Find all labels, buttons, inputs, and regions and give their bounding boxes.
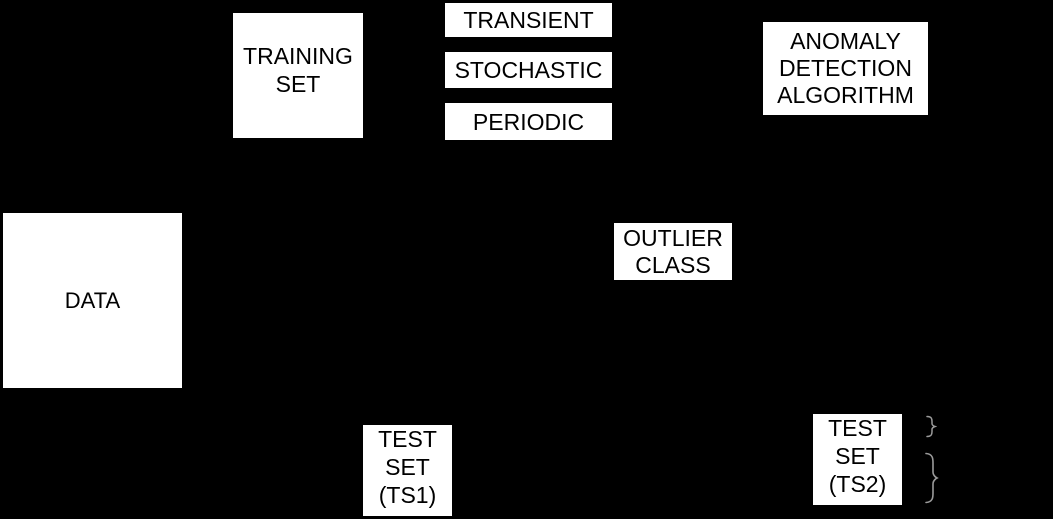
node-periodic-class: PERIODIC <box>445 103 612 140</box>
node-data: DATA <box>3 213 182 388</box>
node-test-set-ts1: TEST SET (TS1) <box>363 425 452 516</box>
curly-brace-icon <box>924 452 939 504</box>
node-test-set-ts2: TEST SET (TS2) <box>813 414 902 505</box>
curly-brace-icon <box>925 415 937 438</box>
node-outlier-class: OUTLIER CLASS <box>614 223 732 280</box>
node-transient-class: TRANSIENT <box>445 3 612 37</box>
node-stochastic-class: STOCHASTIC <box>445 52 612 88</box>
node-anomaly-detection-algorithm: ANOMALY DETECTION ALGORITHM <box>763 22 928 115</box>
node-training-set: TRAINING SET <box>233 13 363 138</box>
